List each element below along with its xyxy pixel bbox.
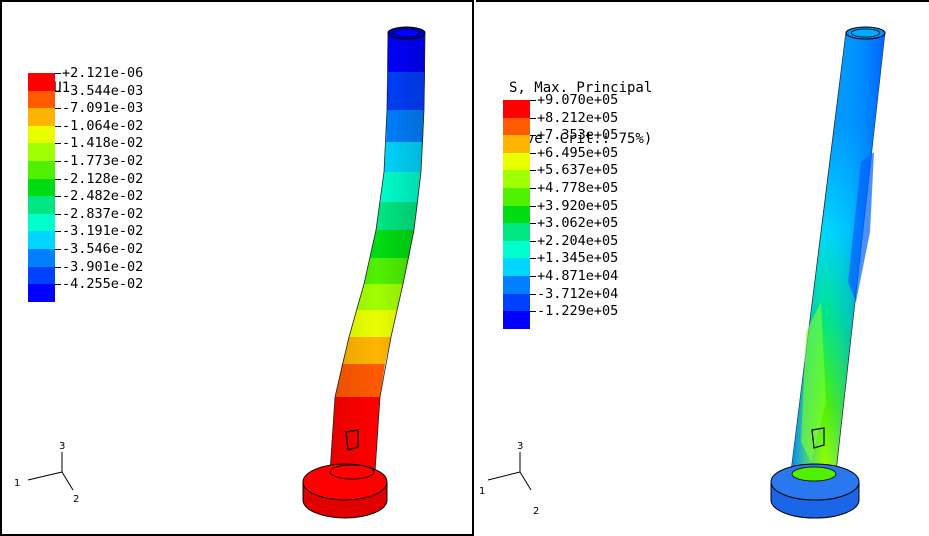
legend-label: +6.495e+05 (537, 144, 619, 161)
legend-tick (530, 117, 536, 119)
legend-tick (530, 311, 536, 313)
viewport-max-principal-stress: S, Max. Principal (Ave. Crit.: 75%) +9.0… (476, 0, 929, 536)
legend-tick (530, 205, 536, 207)
legend-label: -3.712e+04 (537, 285, 619, 302)
axis-label-1: 1 (14, 478, 20, 489)
legend-swatch (503, 311, 530, 329)
legend-tick (55, 249, 61, 250)
legend-label: +4.871e+04 (537, 268, 619, 284)
legend-tick (55, 266, 61, 268)
tube-stress-contour (790, 26, 886, 473)
legend-swatch (503, 276, 530, 294)
legend-swatch (503, 100, 530, 118)
legend-label: -7.091e-03 (62, 100, 144, 117)
legend-label: -4.255e-02 (62, 276, 144, 293)
legend-tick (55, 90, 61, 92)
legend-tick (530, 293, 536, 295)
axis-label-1: 1 (479, 486, 485, 497)
legend-tick (530, 240, 536, 242)
legend-swatch (28, 161, 55, 179)
axis-label-2: 2 (73, 494, 79, 505)
legend-tick (55, 73, 61, 74)
legend-label: -3.546e-02 (62, 241, 144, 257)
legend-swatch (503, 135, 530, 153)
legend-swatch (28, 90, 55, 109)
legend-swatch (28, 178, 55, 197)
axis-label-3: 3 (59, 441, 65, 452)
legend-tick (55, 196, 61, 198)
legend-label: +8.212e+05 (537, 109, 619, 126)
legend-tick (55, 125, 61, 127)
legend-tick (530, 100, 536, 101)
legend-tick (530, 135, 536, 137)
legend-label: +2.204e+05 (537, 232, 619, 249)
axis-label-3: 3 (517, 441, 523, 452)
legend-label: +9.070e+05 (537, 92, 619, 108)
legend-tick (530, 188, 536, 189)
legend-swatch (503, 117, 530, 136)
legend-swatch (28, 143, 55, 161)
legend-swatch (503, 223, 530, 241)
legend-tick (55, 213, 61, 215)
legend-tick (530, 223, 536, 225)
legend-tick (55, 143, 61, 145)
legend-label: -1.064e-02 (62, 117, 144, 134)
legend-label: +1.345e+05 (537, 250, 619, 267)
legend-swatch (503, 152, 530, 171)
legend-swatch (28, 73, 55, 91)
legend-swatch (503, 188, 530, 206)
axis-triad: 3 1 2 (14, 441, 79, 505)
model-plot-u1: 3 1 2 (14, 26, 426, 519)
base-flange-stress (770, 427, 860, 519)
legend-label: +4.778e+05 (537, 180, 619, 196)
legend-label: +2.121e-06 (62, 65, 144, 81)
legend-label: -3.191e-02 (62, 223, 144, 240)
legend-label: -3.901e-02 (62, 258, 144, 275)
legend-swatch (28, 284, 55, 302)
legend-title-line: S, Max. Principal (509, 80, 653, 96)
legend-tick (530, 276, 536, 277)
legend-tick (55, 108, 61, 110)
legend-label: -1.229e+05 (537, 303, 619, 320)
legend-swatch (28, 249, 55, 267)
legend-label: -1.773e-02 (62, 153, 144, 169)
legend-tick (530, 152, 536, 154)
legend-swatch (28, 213, 55, 232)
deformed-tube-u1 (329, 26, 426, 473)
legend-swatch (28, 231, 55, 249)
viewport-displacement-u1: U, U1 +2.121e-06-3.544e-03-7.091e-03-1.0… (0, 0, 474, 536)
legend-label: +5.637e+05 (537, 162, 619, 179)
model-plot-stress: 3 1 2 (479, 26, 886, 519)
legend-label: +7.353e+05 (537, 127, 619, 144)
legend-label: -2.837e-02 (62, 205, 144, 222)
legend-label: -2.482e-02 (62, 188, 144, 205)
legend-tick (55, 231, 61, 233)
legend-swatch (503, 205, 530, 224)
legend-tick (530, 258, 536, 260)
legend-swatch (28, 125, 55, 144)
legend-tick (530, 170, 536, 172)
legend-label: +3.920e+05 (537, 197, 619, 214)
legend-tick (55, 284, 61, 286)
legend-swatch (503, 293, 530, 312)
legend-label: +3.062e+05 (537, 215, 619, 232)
legend-swatch (28, 196, 55, 214)
legend-swatch (28, 108, 55, 126)
axis-triad: 3 1 2 (479, 441, 539, 517)
legend-tick (55, 178, 61, 180)
legend-swatch (503, 170, 530, 188)
legend-label: -1.418e-02 (62, 135, 144, 152)
legend-tick (55, 161, 61, 162)
legend-swatch (28, 266, 55, 285)
legend-swatch (503, 258, 530, 276)
base-flange-u1 (302, 429, 388, 519)
legend-swatch (503, 240, 530, 259)
axis-label-2: 2 (533, 506, 539, 517)
legend-label: -3.544e-03 (62, 82, 144, 99)
legend-label: -2.128e-02 (62, 170, 144, 187)
